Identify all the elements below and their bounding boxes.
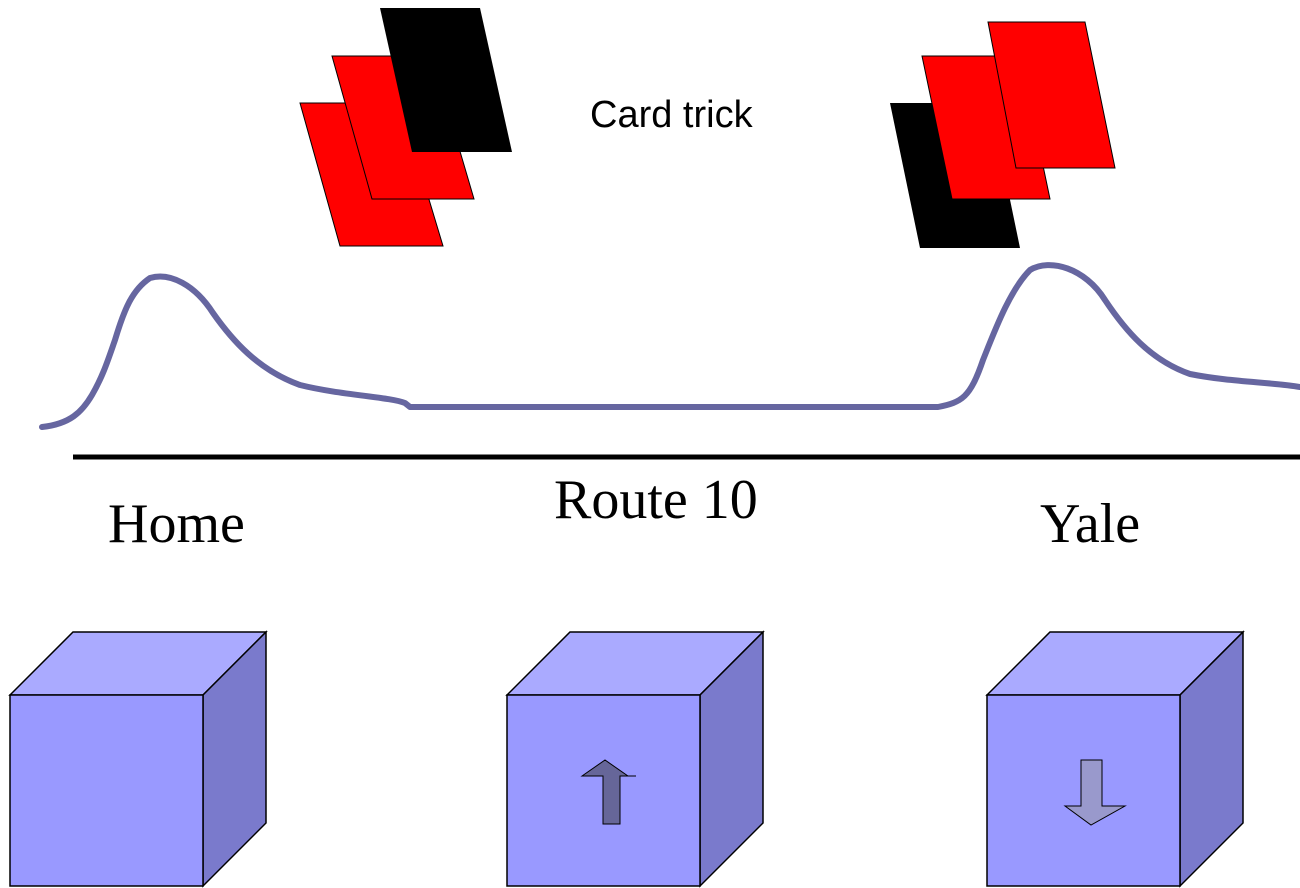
card-red-front-right <box>987 21 1116 169</box>
route-cube <box>505 630 765 888</box>
home-label: Home <box>108 493 245 555</box>
yale-cube <box>985 630 1245 888</box>
route-label: Route 10 <box>554 469 758 531</box>
right-card-stack <box>890 21 1116 248</box>
cube-front <box>9 694 204 887</box>
arrow-down-icon <box>1063 759 1127 826</box>
left-card-stack <box>299 8 512 247</box>
arrow-up-icon <box>580 759 636 825</box>
home-cube <box>8 630 268 888</box>
title-label: Card trick <box>590 94 754 136</box>
activity-curve <box>39 262 1300 430</box>
card-black-front <box>380 8 512 152</box>
yale-label: Yale <box>1040 493 1140 555</box>
